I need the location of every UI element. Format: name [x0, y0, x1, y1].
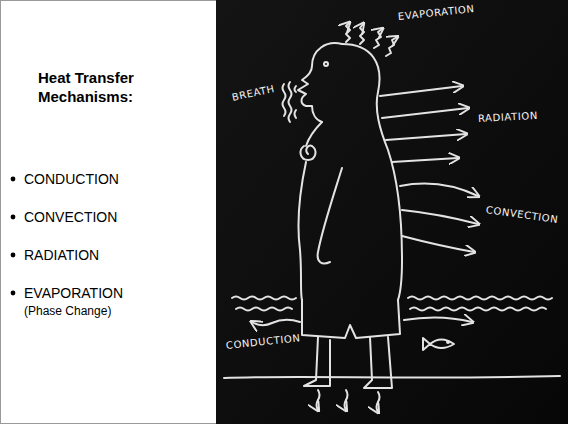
evaporation-squiggle	[386, 37, 397, 56]
arm	[318, 168, 342, 264]
conduction-arrow	[317, 390, 320, 410]
radiation-arrow	[380, 86, 462, 96]
bullet-dot	[11, 291, 16, 296]
radiation-arrow	[382, 108, 468, 118]
hand	[301, 146, 316, 160]
evaporation-squiggle	[346, 23, 350, 42]
breath-wave	[283, 84, 286, 116]
fish	[423, 338, 454, 350]
chalk-label: EVAPORATION	[397, 3, 475, 22]
conduction-arrow	[345, 390, 348, 410]
radiation-arrow	[386, 134, 466, 140]
slide-title: Heat Transfer Mechanisms:	[38, 68, 178, 106]
list-item: CONDUCTION	[24, 171, 119, 187]
convection-arrow	[402, 236, 474, 252]
chalk-label: RADIATION	[478, 110, 538, 124]
list-item: EVAPORATION	[24, 285, 123, 301]
conduction-arrow	[377, 392, 380, 412]
chalk-label: BREATH	[231, 83, 276, 103]
chalk-label: CONVECTION	[485, 204, 559, 225]
water-wave	[232, 297, 552, 300]
eye	[324, 62, 328, 66]
list-note: (Phase Change)	[24, 304, 111, 318]
bullet-dot	[11, 177, 16, 182]
chalk-figure	[224, 23, 560, 412]
bullet-dot	[11, 215, 16, 220]
chalkboard-photo	[216, 0, 568, 424]
head-profile	[298, 43, 342, 122]
water-wave	[236, 308, 546, 311]
convection-arrow	[402, 210, 478, 224]
bullet-group	[11, 177, 16, 296]
list-item: RADIATION	[24, 247, 99, 263]
body-front	[298, 162, 306, 300]
breath-wave	[289, 82, 292, 122]
convection-arrow	[400, 184, 478, 196]
evaporation-squiggle	[360, 24, 364, 44]
conduction-arrow	[252, 320, 300, 326]
body-back	[342, 44, 402, 300]
ground-line	[224, 376, 560, 378]
fish-eye	[447, 341, 449, 343]
chalk-label: CONDUCTION	[225, 332, 300, 351]
neck	[306, 122, 322, 146]
list-item: CONVECTION	[24, 209, 117, 225]
conduction-arrow	[404, 317, 472, 322]
evaporation-squiggle	[374, 29, 382, 48]
leg	[364, 337, 392, 388]
swim-trunks	[302, 300, 400, 338]
bullet-dot	[11, 253, 16, 258]
radiation-arrow	[392, 158, 458, 162]
leg	[304, 337, 330, 386]
breath-wave	[295, 86, 297, 118]
